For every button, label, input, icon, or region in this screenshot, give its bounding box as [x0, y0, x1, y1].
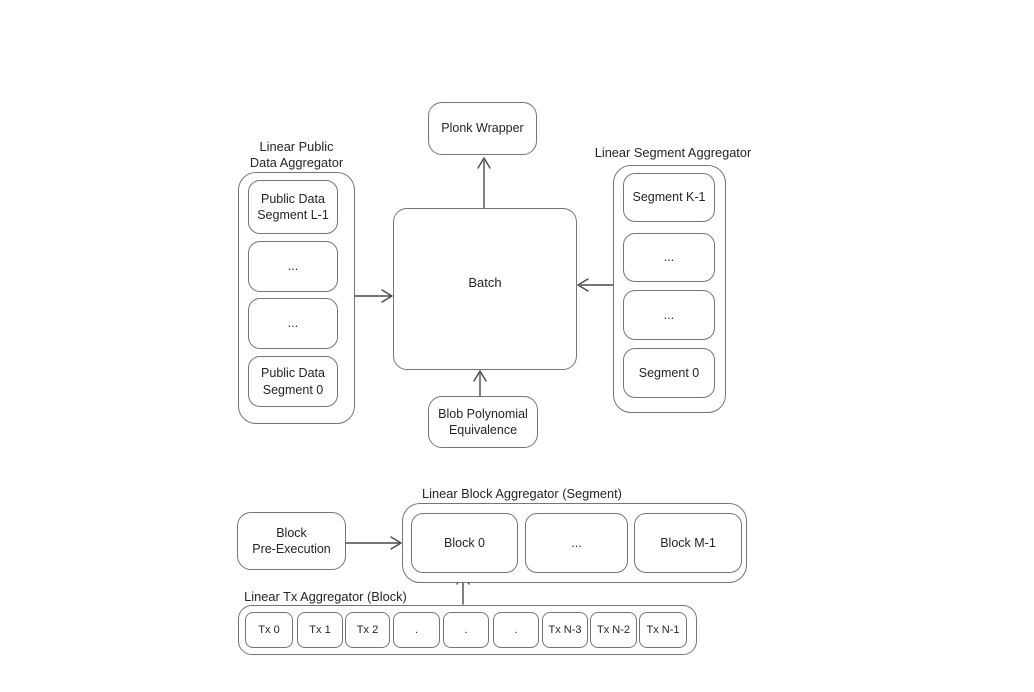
block-aggregator-label: Linear Block Aggregator (Segment)	[422, 486, 622, 501]
batch-node: Batch	[393, 208, 577, 370]
segment-aggregator-label: Linear Segment Aggregator	[594, 145, 752, 160]
tx-dot-node: .	[443, 612, 489, 648]
tx-0-node: Tx 0	[245, 612, 293, 648]
tx-n3-node: Tx N-3	[542, 612, 588, 648]
segment-ellipsis-node: ...	[623, 233, 715, 282]
tx-dot-node: .	[393, 612, 440, 648]
public-data-segment-l1-node: Public Data Segment L-1	[248, 180, 338, 234]
block-m1-node: Block M-1	[634, 513, 742, 573]
arrow-segment-to-batch-icon	[577, 278, 614, 292]
segment-k1-node: Segment K-1	[623, 173, 715, 222]
plonk-wrapper-node: Plonk Wrapper	[428, 102, 537, 155]
block-ellipsis-node: ...	[525, 513, 628, 573]
blob-polynomial-equivalence-node: Blob Polynomial Equivalence	[428, 396, 538, 448]
block-pre-execution-node: Block Pre-Execution	[237, 512, 346, 570]
segment-ellipsis-node: ...	[623, 290, 715, 340]
public-data-ellipsis-node: ...	[248, 241, 338, 292]
tx-2-node: Tx 2	[345, 612, 390, 648]
tx-1-node: Tx 1	[297, 612, 343, 648]
public-data-ellipsis-node: ...	[248, 298, 338, 349]
tx-n2-node: Tx N-2	[590, 612, 637, 648]
public-data-aggregator-label: Linear Public Data Aggregator	[249, 139, 344, 170]
arrow-public-data-to-batch-icon	[354, 289, 393, 303]
arrow-batch-to-plonk-wrapper-icon	[477, 157, 491, 209]
arrow-blob-to-batch-icon	[473, 370, 487, 397]
tx-dot-node: .	[493, 612, 539, 648]
segment-0-node: Segment 0	[623, 348, 715, 398]
block-0-node: Block 0	[411, 513, 518, 573]
public-data-segment-0-node: Public Data Segment 0	[248, 356, 338, 407]
tx-n1-node: Tx N-1	[639, 612, 687, 648]
tx-aggregator-label: Linear Tx Aggregator (Block)	[244, 589, 407, 604]
arrow-preexecution-to-block-aggregator-icon	[345, 536, 402, 550]
